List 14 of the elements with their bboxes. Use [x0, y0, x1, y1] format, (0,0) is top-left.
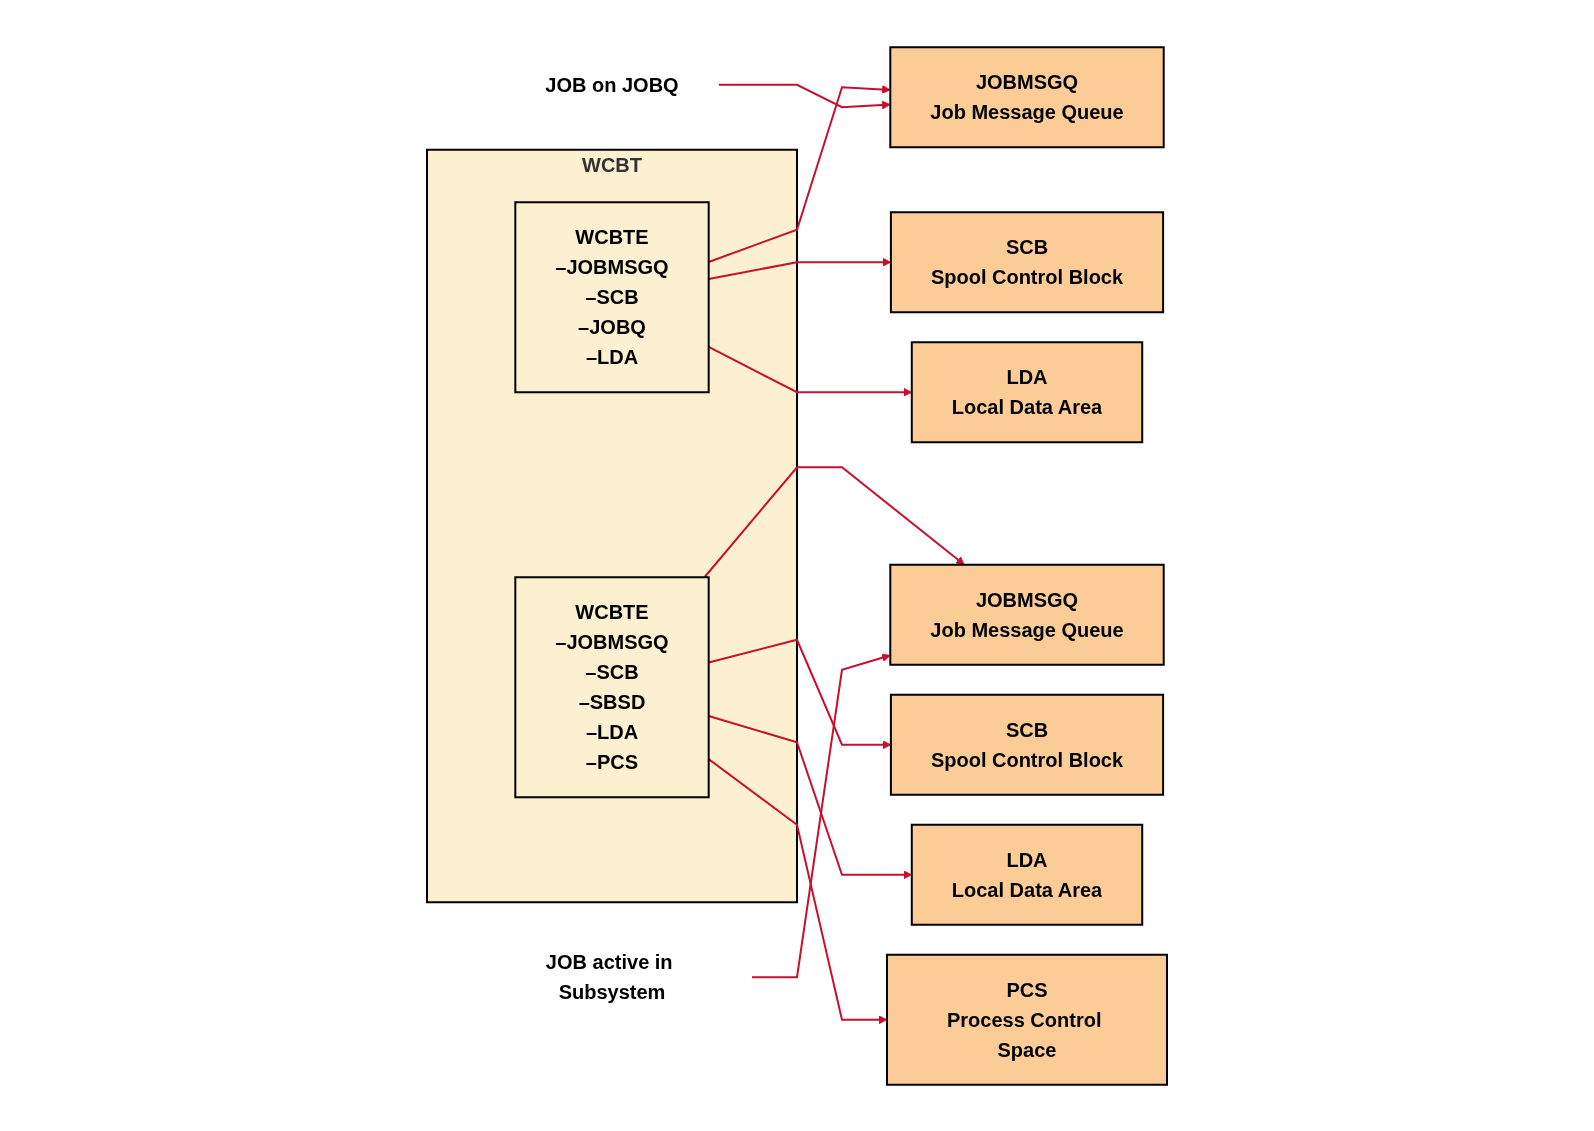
node-box: WCBTE –JOBMSGQ –SCB –JOBQ –LDA — [514, 200, 710, 393]
arrow — [751, 652, 891, 978]
node-box: SCB Spool Control Block — [889, 693, 1165, 796]
node-box: LDA Local Data Area — [910, 823, 1144, 926]
node-box: JOBMSGQ Job Message Queue — [889, 45, 1165, 148]
node-text: JOB on JOBQ — [545, 73, 679, 96]
node-box: JOBMSGQ Job Message Queue — [889, 563, 1165, 666]
node-text: JOB active in Subsystem — [545, 950, 673, 1003]
arrow — [703, 465, 965, 578]
node-box: PCS Process Control Space — [886, 953, 1168, 1086]
arrow — [717, 83, 891, 109]
node-box: WCBTE –JOBMSGQ –SCB –SBSD –LDA –PCS — [514, 575, 710, 798]
node-box: SCB Spool Control Block — [889, 210, 1165, 313]
node-box: LDA Local Data Area — [910, 340, 1144, 443]
